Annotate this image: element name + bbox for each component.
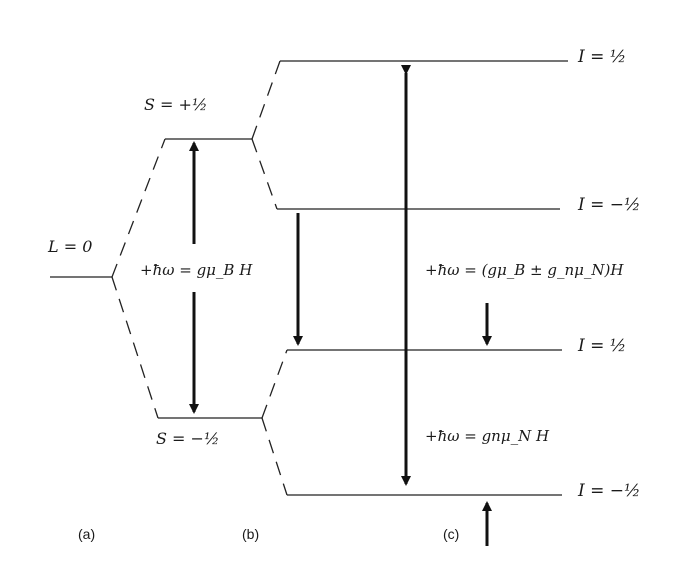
connector-s-minus-to-i-bottom bbox=[261, 417, 288, 496]
panel-label-b: (b) bbox=[242, 526, 259, 542]
label-i-top: I = ½ bbox=[577, 47, 626, 67]
label-i-lower-mid: I = ½ bbox=[577, 336, 626, 356]
connector-s-plus-to-i-top bbox=[251, 60, 281, 140]
equation-electron: +ħω = gμ_B H bbox=[140, 261, 253, 279]
label-l0: L = 0 bbox=[47, 237, 92, 256]
connector-l-to-s-minus bbox=[111, 276, 159, 419]
label-s-plus: S = +½ bbox=[144, 95, 207, 114]
connector-s-plus-to-i-upper-mid bbox=[251, 138, 278, 210]
panel-label-c: (c) bbox=[443, 526, 459, 542]
label-i-upper-mid: I = −½ bbox=[577, 195, 641, 215]
equation-combined: +ħω = (gμ_B ± g_nμ_N)H bbox=[425, 261, 624, 279]
equation-nuclear: +ħω = gnμ_N H bbox=[425, 427, 550, 445]
panel-label-a: (a) bbox=[78, 526, 95, 542]
connector-s-minus-to-i-lower-mid bbox=[261, 349, 288, 419]
label-i-bottom: I = −½ bbox=[577, 481, 641, 501]
connector-l-to-s-plus bbox=[111, 138, 166, 278]
label-s-minus: S = −½ bbox=[156, 429, 219, 448]
